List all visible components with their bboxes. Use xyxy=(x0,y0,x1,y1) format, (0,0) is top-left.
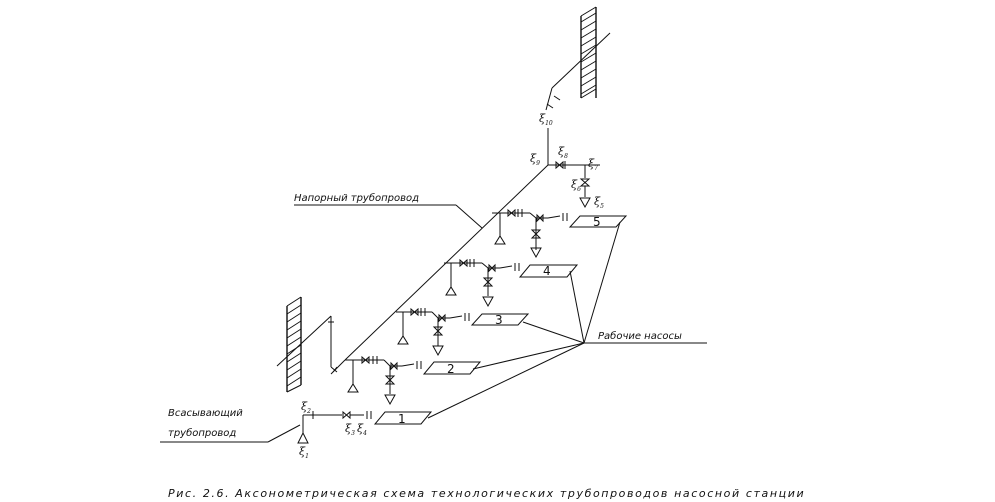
pump-base-3 xyxy=(470,313,530,326)
xi-4: ξ4 xyxy=(357,422,367,437)
xi-10: ξ10 xyxy=(539,112,553,127)
pump-base-5 xyxy=(568,215,628,228)
wall-top xyxy=(580,6,597,99)
pump-base-2 xyxy=(422,361,482,375)
xi-5: ξ5 xyxy=(594,195,604,210)
pump-number-4: 4 xyxy=(543,264,551,278)
pump-branch-5 xyxy=(492,208,568,259)
pump-branch-4 xyxy=(444,258,520,308)
pump-number-5: 5 xyxy=(593,215,601,229)
figure-caption: Рис. 2.6. Аксонометрическая схема технол… xyxy=(168,487,805,500)
xi-6: ξ6 xyxy=(571,178,581,193)
xi-3: ξ3 xyxy=(345,422,355,437)
pump-bases xyxy=(373,215,628,425)
xi-2: ξ2 xyxy=(301,400,311,415)
xi-1: ξ1 xyxy=(299,445,309,460)
wall-bottom xyxy=(286,296,302,393)
pumps-label: Рабочие насосы xyxy=(598,330,682,342)
pump-number-3: 3 xyxy=(495,313,503,327)
pump-number-1: 1 xyxy=(398,412,406,426)
pump-base-4 xyxy=(518,264,579,278)
top-fittings xyxy=(548,160,591,209)
pump-branch-2 xyxy=(345,355,422,406)
discharge-pipeline-label: Напорный трубопровод xyxy=(294,192,419,204)
leader-lines xyxy=(160,204,707,443)
pump-branch-1 xyxy=(297,410,372,444)
suction-pipeline-label-line1: Всасывающий xyxy=(168,408,243,419)
pump-base-1 xyxy=(373,411,433,425)
xi-8: ξ8 xyxy=(558,145,568,160)
pump-number-2: 2 xyxy=(447,362,455,376)
pump-branch-3 xyxy=(396,307,470,357)
suction-pipeline-label-line2: трубопровод xyxy=(168,427,236,439)
xi-7: ξ7 xyxy=(588,157,598,172)
xi-9: ξ9 xyxy=(530,152,540,167)
suction-pipeline xyxy=(276,315,346,375)
